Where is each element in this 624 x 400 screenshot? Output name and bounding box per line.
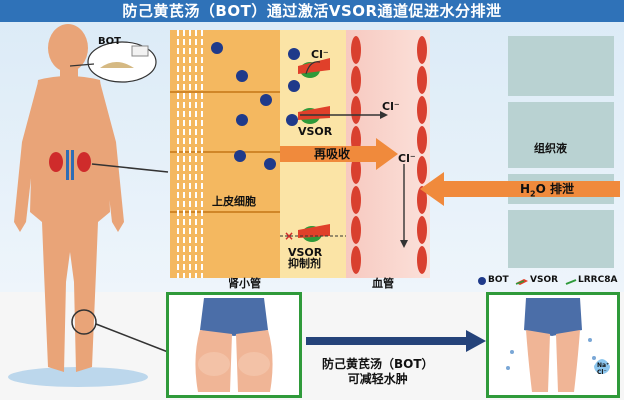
swollen-legs-image (195, 298, 273, 392)
legend-lrrc8a-mark (565, 279, 577, 285)
cl-ion-label: Cl⁻ (597, 369, 607, 376)
vsor-inhibitor-line2: 抑制剂 (288, 257, 321, 270)
cl-transport-arrow (300, 111, 388, 119)
vsor-inhibitor-line1: VSOR (288, 246, 323, 259)
legend-markers (478, 277, 577, 285)
vsor-channel-label: VSOR (298, 125, 333, 138)
bot-powder-packet (87, 41, 157, 83)
result-line2: 可减轻水肿 (347, 372, 408, 386)
fluid-block-1 (508, 36, 614, 96)
na-ion-label: Na⁺ (597, 362, 610, 369)
result-line1: 防己黄芪汤（BOT） (322, 357, 434, 371)
reabsorption-arrow (280, 138, 398, 170)
epithelial-cell-label: 上皮细胞 (212, 195, 256, 208)
vsor-inhibitor-label: VSOR 抑制剂 (288, 247, 322, 269)
cl-label-vessel: Cl⁻ (398, 152, 416, 165)
legend-bot-label: BOT (488, 275, 509, 285)
reabsorption-label: 再吸收 (314, 147, 351, 161)
cl-label-top: Cl⁻ (311, 48, 329, 61)
legend-bot-dot (478, 277, 486, 285)
fluid-block-2 (508, 102, 614, 168)
legend-vsor-label: VSOR (530, 275, 559, 285)
h2o-main: H (520, 182, 531, 196)
result-text: 防己黄芪汤（BOT） 可减轻水肿 (322, 357, 434, 387)
page-title: 防己黄芪汤（BOT）通过激活VSOR通道促进水分排泄 (0, 0, 624, 22)
kidney-tubule-label: 肾小管 (228, 277, 261, 290)
normal-legs-image (506, 298, 610, 392)
bot-box-label: BOT (98, 36, 121, 47)
ion-labels: Na⁺ Cl⁻ (597, 362, 609, 376)
svg-text:×: × (284, 229, 294, 243)
h2o-excretion-label: H2O 排泄 (520, 180, 574, 198)
result-arrow (306, 330, 486, 352)
kidney-icon (49, 150, 91, 180)
bot-callout-line (70, 63, 94, 67)
blood-vessel-label: 血管 (372, 277, 394, 290)
interstitial-fluid-label: 组织液 (534, 142, 567, 155)
legend-lrrc8a-label: LRRC8A (578, 275, 618, 285)
human-body-figure (8, 24, 169, 387)
fluid-block-4 (508, 210, 614, 268)
h2o-sub: 2 (530, 189, 536, 199)
h2o-excretion-arrow (420, 172, 620, 206)
cl-label-mid: Cl⁻ (382, 100, 400, 113)
h2o-tail: O 排泄 (535, 182, 575, 196)
legend-vsor-mark-green (515, 280, 525, 285)
